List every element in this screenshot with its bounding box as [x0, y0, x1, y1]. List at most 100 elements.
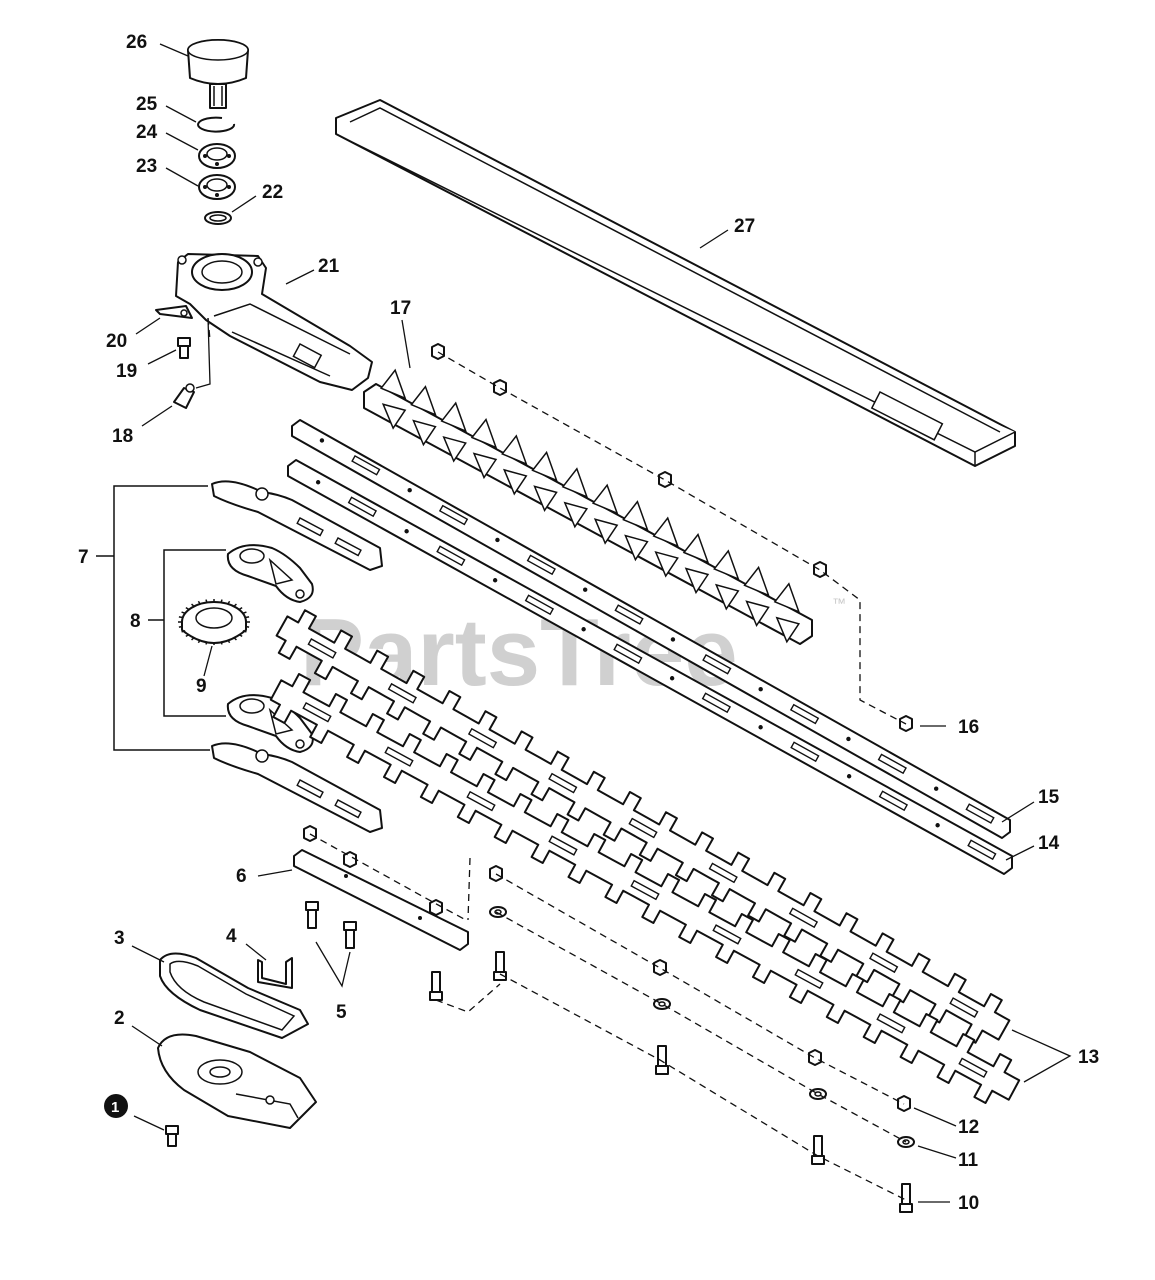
bar-hole	[758, 725, 763, 730]
bar-hole	[846, 736, 851, 742]
part-19-bolt	[177, 337, 191, 359]
part-25-snap-ring	[197, 116, 236, 133]
blade-slot	[869, 952, 899, 974]
hex-nut	[343, 851, 357, 868]
hex-nut	[658, 471, 672, 488]
part-2-gear-cover	[157, 1033, 317, 1129]
part-4-clip	[257, 957, 293, 989]
bar-slot	[701, 692, 732, 714]
part-3-gasket	[159, 952, 309, 1039]
part-13-lower-blade-lower	[269, 673, 1021, 1104]
callout-22: 22	[262, 182, 283, 203]
gear-tooth	[245, 616, 250, 619]
callout-5: 5	[336, 1002, 347, 1023]
hex-nut	[808, 1049, 822, 1066]
bolt-shank	[431, 971, 441, 993]
part-22-washer	[204, 211, 232, 225]
gear-tooth	[178, 616, 183, 619]
bar-hole	[846, 774, 852, 779]
gear-tooth	[197, 639, 201, 644]
blade-tooth	[533, 485, 558, 512]
blade-tooth	[470, 417, 498, 449]
blade-tooth	[410, 385, 437, 416]
blade-slot	[876, 1013, 906, 1034]
bolt-shank	[901, 1183, 911, 1205]
bar-slot	[347, 496, 378, 518]
blade-slot	[788, 907, 819, 929]
gear-tooth	[220, 599, 223, 603]
bar-hole	[492, 578, 498, 583]
bar-hole	[495, 537, 500, 543]
bar-hole	[669, 676, 675, 681]
blade-tooth	[563, 501, 589, 529]
part-8-crank-upper	[226, 544, 314, 603]
gear-tooth	[181, 611, 186, 615]
callouts: 26 25 24 23 22 21 20 19 18 17 27 16 15 1…	[78, 32, 1099, 1214]
blade-tooth	[442, 435, 467, 463]
gear-tooth	[238, 633, 243, 637]
bolt-shank	[813, 1135, 823, 1157]
callout-13: 13	[1078, 1047, 1099, 1068]
blade-slot	[712, 924, 742, 945]
bar-hole	[935, 823, 940, 828]
bolt-head	[811, 1155, 825, 1165]
blade-tooth	[745, 600, 770, 627]
bolt-head	[429, 991, 443, 1001]
gear-tooth	[205, 641, 208, 645]
part-23-bearing	[198, 174, 236, 200]
part-24-bearing	[198, 143, 236, 169]
bolt-shank	[495, 951, 505, 973]
bar-slot	[878, 790, 909, 812]
blade-tooth	[775, 616, 801, 644]
blade-tooth	[682, 532, 710, 564]
gear-tooth	[191, 603, 195, 607]
part-18-grease-fitting	[173, 383, 195, 409]
callout-23: 23	[136, 156, 157, 177]
hex-nut	[493, 379, 507, 396]
blade-tooth	[743, 565, 770, 597]
blade-tooth	[652, 516, 679, 548]
gear-tooth	[178, 625, 183, 628]
part-9-gear	[178, 599, 250, 645]
bar-hole	[407, 487, 412, 493]
part-6-plate	[293, 849, 469, 951]
blade-slot	[307, 638, 337, 659]
callout-10: 10	[958, 1193, 979, 1214]
blade-tooth	[622, 500, 649, 531]
callout-11: 11	[958, 1150, 979, 1171]
callout-16: 16	[958, 717, 979, 738]
part-14-guide-bar	[287, 459, 1013, 875]
blade-tooth	[472, 452, 498, 480]
gear-tooth	[205, 599, 208, 603]
part-7-plate-upper	[211, 480, 383, 571]
bar-slot	[614, 604, 644, 625]
callout-18: 18	[112, 426, 133, 447]
callout-1: 1	[111, 1099, 119, 1116]
bar-slot	[351, 454, 381, 476]
blade-slot	[384, 746, 414, 767]
blade-slot	[302, 701, 332, 723]
hex-nut	[489, 865, 503, 882]
blade-tooth	[381, 403, 407, 430]
bar-slot	[790, 741, 820, 763]
hex-nut	[653, 959, 667, 976]
bolt-head	[899, 1203, 913, 1213]
bar-slot	[877, 753, 907, 775]
watermark-trademark: ™	[832, 595, 846, 611]
gear-tooth	[191, 637, 195, 641]
bar-slot	[613, 643, 643, 665]
gear-tooth	[242, 629, 247, 633]
gear-tooth	[181, 629, 186, 633]
gear-tooth	[227, 600, 231, 605]
gear-tooth	[238, 607, 243, 611]
callout-8: 8	[130, 611, 141, 632]
callout-2: 2	[114, 1008, 125, 1029]
callout-6: 6	[236, 866, 247, 887]
washer-hole	[658, 1001, 666, 1007]
blade-tooth	[503, 468, 528, 496]
callout-27: 27	[734, 216, 755, 237]
washer-hole	[814, 1091, 822, 1097]
bar-slot	[526, 554, 556, 576]
part-26-knob	[187, 39, 249, 109]
part-17-upper-blade	[363, 368, 813, 645]
